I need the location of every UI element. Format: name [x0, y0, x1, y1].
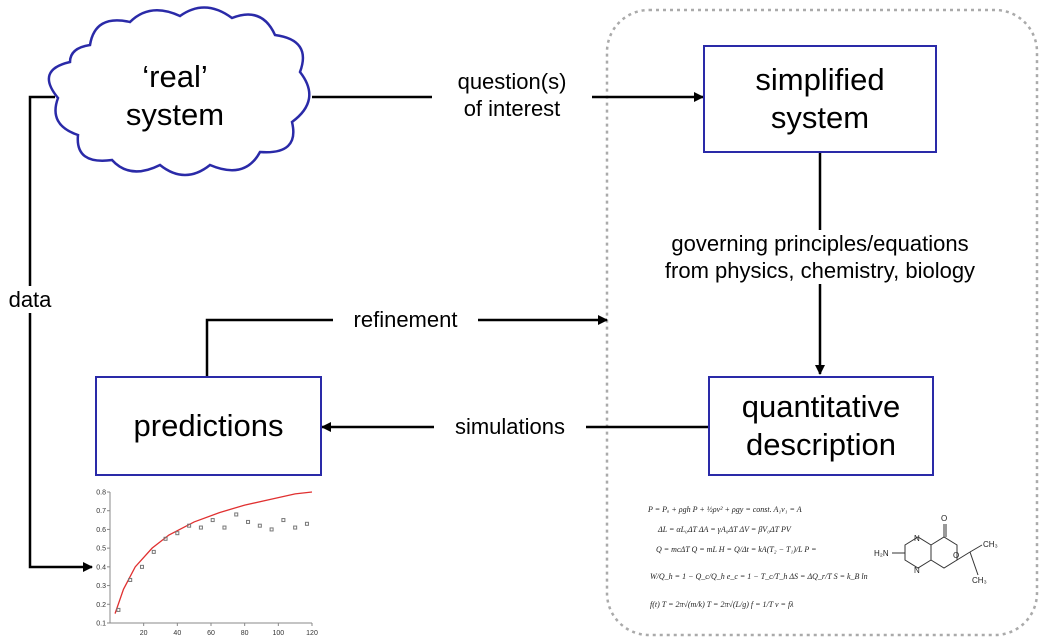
molecule-atom: CH₃ — [983, 540, 998, 549]
chart-data-point — [269, 527, 274, 532]
predictions-label: predictions — [133, 408, 284, 443]
governing-line1: governing principles/equations — [671, 231, 969, 256]
chart-x-tick-label: 20 — [140, 630, 148, 637]
chart-y-tick-label: 0.4 — [96, 564, 106, 571]
chart-fit-curve — [114, 491, 313, 614]
chart-data-point — [175, 531, 180, 536]
question-line1: question(s) — [457, 69, 567, 94]
chart-data-point — [257, 523, 262, 528]
real-system-label: ‘real’ system — [110, 58, 240, 134]
molecule-structure — [892, 524, 983, 576]
data-arrow — [28, 95, 93, 572]
chart-y-tick-label: 0.6 — [96, 527, 106, 534]
data-label: data — [0, 286, 60, 313]
chart-data-point — [198, 525, 203, 530]
chart-data-point — [128, 577, 133, 582]
chart-data-point — [304, 521, 309, 526]
simplified-system-line1: simplified — [755, 62, 885, 97]
molecule-atom: H₂N — [874, 549, 889, 558]
chart-x-tick-label: 120 — [306, 630, 318, 637]
real-system-cloud — [47, 6, 311, 177]
chart-y-tick-label: 0.3 — [96, 583, 106, 590]
quantitative-description-box: quantitative description — [708, 376, 934, 476]
chart-data-point — [187, 523, 192, 528]
chart-data-point — [246, 519, 251, 524]
chart-y-tick-label: 0.2 — [96, 602, 106, 609]
molecule-atom: CH₃ — [972, 576, 987, 585]
prediction-chart: 20 40 60 80 100 120 0.1 0.2 0.3 0.4 0.5 0.6 0.7 0.8 — [96, 490, 318, 638]
equation-line: ΔL = αL₀ΔT ΔA = γA₀ΔT ΔV = βV₀ΔT PV — [658, 525, 791, 534]
molecule-atom: N — [914, 566, 920, 575]
quantitative-line1: quantitative — [741, 389, 901, 424]
governing-line2: from physics, chemistry, biology — [664, 258, 976, 283]
quantitative-line2: description — [746, 427, 896, 462]
equation-line: Q = mcΔT Q = mL H = Q/Δt = kA(T₂ − T₁)/L… — [656, 545, 817, 554]
equation-line: W/Q_h = 1 − Q_c/Q_h e_c = 1 − T_c/T_h ΔS… — [650, 572, 868, 581]
chart-x-tick-label: 40 — [173, 630, 181, 637]
chart-x-tick-label: 80 — [241, 630, 249, 637]
chart-data-point — [163, 536, 168, 541]
chart-y-tick-label: 0.8 — [96, 490, 106, 497]
governing-label: governing principles/equations from phys… — [622, 230, 1018, 284]
simplified-system-box: simplified system — [703, 45, 937, 153]
molecule-atom: O — [953, 551, 959, 560]
equation-line: f(t) T = 2π√(m/k) T = 2π√(L/g) f = 1/T v… — [650, 600, 794, 609]
simulations-label: simulations — [434, 413, 586, 440]
chart-data-point — [293, 525, 298, 530]
simplified-system-line2: system — [770, 100, 870, 135]
refinement-label: refinement — [333, 306, 478, 333]
chart-data-point — [116, 607, 121, 612]
predictions-box: predictions — [95, 376, 322, 476]
chart-data-point — [139, 564, 144, 569]
chart-data-point — [210, 518, 215, 523]
question-label: question(s) of interest — [432, 68, 592, 122]
chart-y-tick-label: 0.7 — [96, 508, 106, 515]
chart-data-point — [234, 512, 239, 517]
chart-y-tick-label: 0.5 — [96, 546, 106, 553]
chart-data-point — [222, 525, 227, 530]
real-system-line2: system — [125, 97, 225, 132]
molecule-atom: N — [914, 534, 920, 543]
chart-data-point — [151, 549, 156, 554]
chart-data-point — [281, 518, 286, 523]
chart-x-tick-label: 60 — [207, 630, 215, 637]
real-system-line1: ‘real’ — [142, 59, 208, 94]
equation-line: P = Pₐ + ρgh P + ½ρv² + ρgy = const. A₁v… — [648, 505, 802, 514]
chart-x-tick-label: 100 — [272, 630, 284, 637]
chart-y-tick-label: 0.1 — [96, 621, 106, 628]
molecule-atom: O — [941, 514, 947, 523]
question-line2: of interest — [463, 96, 561, 121]
